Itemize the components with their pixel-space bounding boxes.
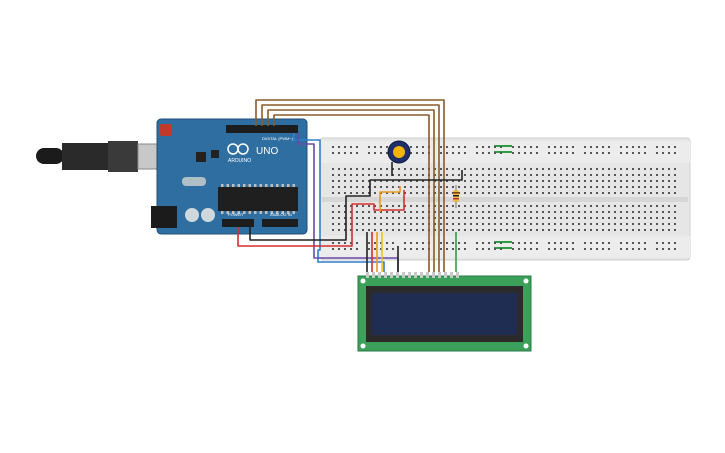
- atmega-chip: [218, 187, 298, 211]
- digital-header[interactable]: [226, 125, 298, 133]
- wire-contrast: [379, 186, 401, 212]
- wire-gnd: [249, 170, 463, 241]
- analog-header-label: ANALOG IN: [270, 212, 292, 217]
- breadboard[interactable]: [319, 137, 691, 261]
- wire-d5: [273, 114, 430, 272]
- wire-d3: [261, 104, 440, 272]
- power-jack: [151, 206, 177, 228]
- wire-d4: [267, 109, 435, 272]
- capacitor: [185, 208, 199, 222]
- digital-header-label: DIGITAL (PWM~): [262, 136, 294, 141]
- wire-d2: [255, 99, 445, 272]
- lcd-screen: [372, 293, 517, 335]
- lcd-pin-header: [366, 272, 459, 278]
- usb-chip: [196, 152, 206, 162]
- arduino-logo-icon: [227, 143, 249, 155]
- capacitor: [201, 208, 215, 222]
- analog-header[interactable]: [262, 219, 298, 227]
- crystal: [182, 177, 206, 186]
- power-header-label: POWER: [228, 212, 243, 217]
- arduino-uno-board[interactable]: ARDUINO UNO DIGITAL (PWM~) POWER ANALOG …: [151, 118, 308, 235]
- arduino-model-label: UNO: [256, 146, 278, 157]
- usb-cable[interactable]: [36, 141, 163, 172]
- reset-button[interactable]: [160, 124, 172, 136]
- power-header[interactable]: [222, 219, 254, 227]
- arduino-brand-label: ARDUINO: [228, 158, 251, 164]
- resistor[interactable]: [453, 185, 459, 208]
- breadboard-center-channel: [322, 197, 688, 202]
- wires: [237, 99, 463, 272]
- potentiometer[interactable]: [387, 140, 411, 164]
- breadboard-holes: [332, 146, 676, 250]
- lcd-display[interactable]: [357, 272, 532, 352]
- wire-5v: [237, 190, 405, 247]
